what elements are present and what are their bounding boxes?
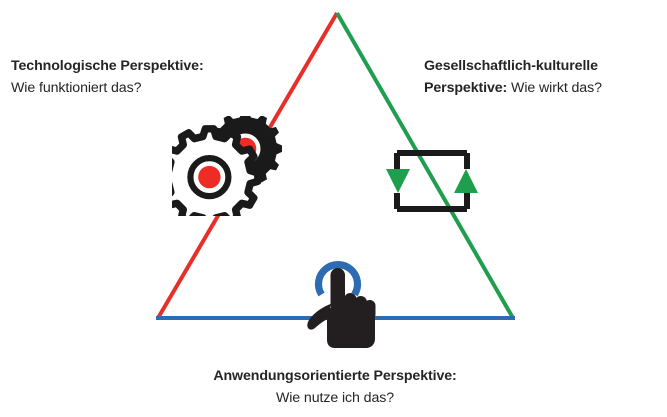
label-social-cultural-question: Wie wirkt das? bbox=[507, 80, 602, 96]
label-technological-perspective: Technologische Perspektive: Wie funktion… bbox=[11, 55, 271, 99]
label-technological-lead: Technologische Perspektive: bbox=[11, 58, 204, 74]
triangle-right-edge bbox=[335, 12, 515, 319]
label-social-cultural-lead2: Perspektive: bbox=[424, 80, 508, 96]
label-application-perspective: Anwendungsorientierte Perspektive: Wie n… bbox=[155, 365, 515, 409]
label-social-cultural-lead: Gesellschaftlich-kulturelle bbox=[424, 58, 598, 74]
label-application-lead: Anwendungsorientierte Perspektive: bbox=[213, 368, 457, 384]
label-social-cultural-line2: Perspektive: Wie wirkt das? bbox=[424, 77, 664, 99]
label-technological-question: Wie funktioniert das? bbox=[11, 80, 142, 96]
label-application-question: Wie nutze ich das? bbox=[275, 390, 395, 406]
label-social-cultural-perspective: Gesellschaftlich-kulturelle Perspektive:… bbox=[424, 55, 664, 99]
